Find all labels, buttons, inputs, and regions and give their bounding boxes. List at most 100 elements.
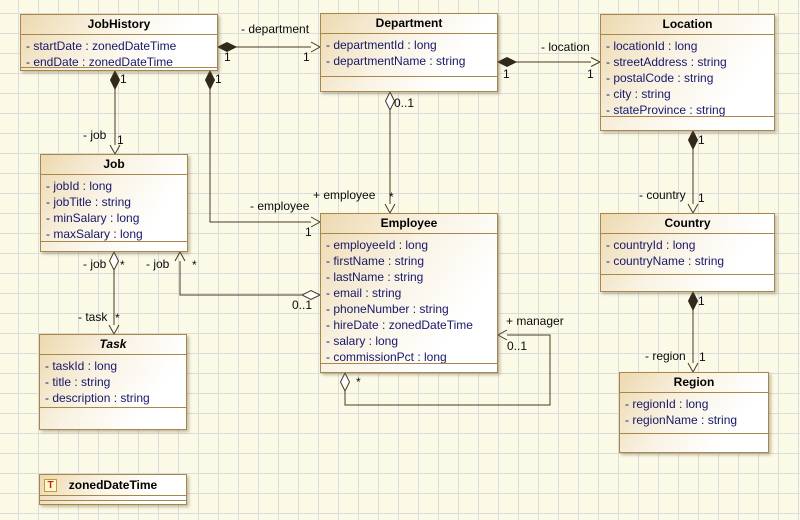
role-label-job: - job [146,257,170,271]
edge-job-task[interactable] [108,250,120,336]
operations-compartment [321,76,497,91]
attribute: - locationId : long [606,39,698,53]
class-title: Task [40,335,186,355]
class-title: Job [41,155,187,175]
operations-compartment [601,116,774,130]
attribute: - countryId : long [606,238,696,252]
datatype-icon: T [44,478,57,492]
attribute: - city : string [606,87,671,101]
attribute-list: - countryId : long - countryName : string [601,234,774,274]
class-title: Employee [321,214,497,234]
edge-jobhistory-employee[interactable] [204,69,322,228]
multiplicity-label: 1 [698,191,705,205]
role-label-task: - task [78,310,108,324]
attribute: - maxSalary : long [46,227,143,241]
attribute-list: - regionId : long - regionName : string [620,393,768,433]
attribute-list: - jobId : long - jobTitle : string - minSa… [41,175,187,241]
operations-compartment [601,274,774,291]
class-jobhistory[interactable]: JobHistory - startDate : zonedDateTime- … [20,14,218,71]
multiplicity-label: 1 [587,67,594,81]
multiplicity-label: 0..1 [507,339,528,353]
edge-employee-job[interactable] [174,250,322,301]
attribute: - endDate : zonedDateTime [26,55,173,67]
multiplicity-label: 0..1 [292,298,313,312]
class-country[interactable]: Country - countryId : long- countryName … [600,213,775,292]
class-department[interactable]: Department - departmentId : long- depart… [320,13,498,92]
edge-department-employee[interactable] [384,90,396,215]
attribute-list: - startDate : zonedDateTime- endDate : z… [21,35,217,67]
attribute: - departmentId : long [326,38,437,52]
role-label-employee: + employee [313,188,376,202]
attribute: - hireDate : zonedDateTime [326,318,473,332]
role-label-country: - country [639,188,686,202]
multiplicity-label: 1 [303,50,310,64]
attribute: - taskId : long [45,359,118,373]
role-label-department: - department [241,22,310,36]
datatype-name: zonedDateTime [68,478,158,492]
multiplicity-label: * [115,311,120,325]
datatype-compartment [40,500,186,504]
multiplicity-label: 1 [224,50,231,64]
edge-location-country[interactable] [687,129,699,215]
attribute-list: - departmentId : long - departmentName : … [321,34,497,76]
class-job[interactable]: Job - jobId : long - jobTitle : string - m… [40,154,188,252]
attribute: - salary : long [326,334,399,348]
attribute: - postalCode : string [606,71,714,85]
operations-compartment [21,67,217,70]
attribute: - departmentName : string [326,54,466,68]
role-label-job: - job [83,257,107,271]
attribute-list: - locationId : long- streetAddress : str… [601,35,774,116]
operations-compartment [620,433,768,452]
multiplicity-label: 1 [503,67,510,81]
attribute: - countryName : string [606,254,725,268]
multiplicity-label: 1 [117,133,124,147]
attribute: - minSalary : long [46,211,140,225]
operations-compartment [41,241,187,251]
attribute: - jobId : long [46,179,113,193]
edge-jobhistory-department[interactable] [216,41,322,53]
attribute-list: - taskId : long - title : string - descrip… [40,355,186,407]
role-label-employee: - employee [250,199,310,213]
role-label-job: - job [83,128,107,142]
class-title: Location [601,15,774,35]
edge-department-location[interactable] [496,56,602,68]
class-location[interactable]: Location - locationId : long- streetAddr… [600,14,775,131]
edge-country-region[interactable] [687,290,699,374]
class-title: Department [321,14,497,34]
operations-compartment [321,363,497,372]
attribute: - phoneNumber : string [326,302,449,316]
class-region[interactable]: Region - regionId : long - regionName : s… [619,372,769,453]
role-label-manager: + manager [506,314,564,328]
multiplicity-label: 0..1 [394,96,415,110]
role-label-region: - region [645,349,686,363]
multiplicity-label: * [389,190,394,204]
class-employee[interactable]: Employee - employeeId : long - firstName … [320,213,498,373]
attribute: - email : string [326,286,402,300]
attribute: - regionId : long [625,397,709,411]
attribute: - employeeId : long [326,238,429,252]
attribute: - jobTitle : string [46,195,131,209]
role-label-location: - location [541,40,590,54]
multiplicity-label: 1 [698,133,705,147]
attribute: - title : string [45,375,111,389]
datatype-zoneddatetime[interactable]: T zonedDateTime [39,474,187,505]
multiplicity-label: 1 [120,72,127,86]
multiplicity-label: 1 [215,72,222,86]
multiplicity-label: 1 [698,294,705,308]
class-task[interactable]: Task - taskId : long - title : string - de… [39,334,187,430]
multiplicity-label: 1 [305,225,312,239]
attribute: - stateProvince : string [606,103,726,116]
class-title: JobHistory [21,15,217,35]
multiplicity-label: * [120,258,125,272]
attribute: - description : string [45,391,150,405]
attribute-list: - employeeId : long - firstName : string -… [321,234,497,363]
attribute: - regionName : string [625,413,738,427]
edge-jobhistory-job[interactable] [109,69,121,156]
class-title: Region [620,373,768,393]
multiplicity-label: * [192,258,197,272]
multiplicity-label: 1 [699,350,706,364]
attribute: - firstName : string [326,254,425,268]
attribute: - commissionPct : long [326,350,447,363]
attribute: - lastName : string [326,270,424,284]
